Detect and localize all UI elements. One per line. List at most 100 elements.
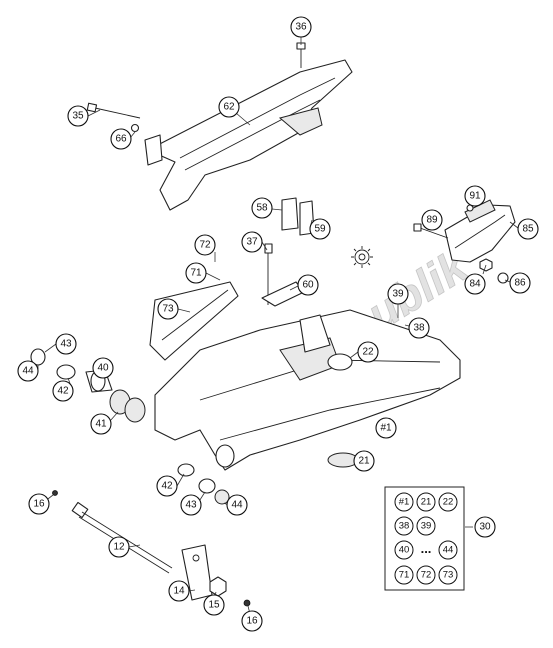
callout-1: #1 <box>375 417 397 439</box>
callout-71: 71 <box>185 262 207 284</box>
svg-text:38: 38 <box>413 323 425 334</box>
svg-text:12: 12 <box>113 542 125 553</box>
chain-adjuster-plate <box>181 544 251 607</box>
kit-item-22: 22 <box>438 492 458 512</box>
svg-text:21: 21 <box>421 497 432 508</box>
svg-text:39: 39 <box>392 289 404 300</box>
svg-text:72: 72 <box>199 240 211 251</box>
svg-text:59: 59 <box>314 224 326 235</box>
callout-37: 37 <box>241 231 263 253</box>
svg-text:#1: #1 <box>399 497 410 508</box>
svg-text:30: 30 <box>479 522 491 533</box>
gear-icon <box>351 246 373 268</box>
pivot-axle <box>52 490 173 574</box>
svg-text:22: 22 <box>443 497 454 508</box>
svg-text:41: 41 <box>95 419 107 430</box>
svg-text:37: 37 <box>246 237 258 248</box>
callout-35: 35 <box>67 105 89 127</box>
callout-91: 91 <box>464 185 486 207</box>
callout-58: 58 <box>251 197 273 219</box>
callout-40: 40 <box>92 357 114 379</box>
svg-text:73: 73 <box>443 570 454 581</box>
svg-text:85: 85 <box>522 224 534 235</box>
svg-text:36: 36 <box>295 22 307 33</box>
svg-text:71: 71 <box>399 570 410 581</box>
callout-38: 38 <box>408 317 430 339</box>
svg-text:42: 42 <box>161 481 173 492</box>
svg-text:38: 38 <box>399 521 410 532</box>
callout-73: 73 <box>157 298 179 320</box>
svg-text:40: 40 <box>97 363 109 374</box>
kit-box: #1 21 22 38 39 40 ... 44 71 72 73 <box>384 486 465 591</box>
callout-43-lower: 43 <box>180 494 202 516</box>
svg-text:91: 91 <box>469 191 481 202</box>
svg-text:16: 16 <box>246 616 258 627</box>
svg-text:44: 44 <box>22 366 34 377</box>
swingarm <box>149 281 461 471</box>
washer-66 <box>130 123 140 133</box>
svg-text:43: 43 <box>185 500 197 511</box>
svg-text:42: 42 <box>57 386 69 397</box>
callout-41: 41 <box>90 413 112 435</box>
svg-text:#1: #1 <box>380 423 392 434</box>
callout-89: 89 <box>421 209 443 231</box>
svg-text:58: 58 <box>256 203 268 214</box>
svg-text:66: 66 <box>115 134 127 145</box>
bolt-35 <box>86 102 141 133</box>
svg-text:43: 43 <box>60 339 72 350</box>
svg-text:71: 71 <box>190 268 202 279</box>
callout-59: 59 <box>309 218 331 240</box>
callout-66: 66 <box>110 128 132 150</box>
callout-15: 15 <box>203 594 225 616</box>
kit-item-72: 72 <box>416 565 436 585</box>
kit-ellipsis: ... <box>421 541 432 556</box>
callout-85: 85 <box>517 218 539 240</box>
svg-text:22: 22 <box>362 347 374 358</box>
kit-item-38: 38 <box>394 516 414 536</box>
callout-39: 39 <box>387 283 409 305</box>
chain-guide <box>144 59 353 211</box>
callout-14: 14 <box>168 580 190 602</box>
callout-36: 36 <box>290 16 312 38</box>
callout-86: 86 <box>509 272 531 294</box>
callout-12: 12 <box>108 536 130 558</box>
callout-62: 62 <box>218 96 240 118</box>
svg-text:14: 14 <box>173 586 185 597</box>
callout-16-upper: 16 <box>28 493 50 515</box>
pivot-bearings <box>30 348 230 505</box>
callout-43-upper: 43 <box>55 333 77 355</box>
svg-text:16: 16 <box>33 499 45 510</box>
svg-text:40: 40 <box>399 545 410 556</box>
kit-item-39: 39 <box>416 516 436 536</box>
chain-slider <box>413 199 516 284</box>
svg-text:60: 60 <box>302 280 314 291</box>
svg-text:86: 86 <box>514 278 526 289</box>
callout-42-lower: 42 <box>156 475 178 497</box>
svg-text:89: 89 <box>426 215 438 226</box>
svg-text:35: 35 <box>72 111 84 122</box>
callout-72: 72 <box>194 234 216 256</box>
kit-item-40: 40 <box>394 540 414 560</box>
svg-text:15: 15 <box>208 600 220 611</box>
svg-text:21: 21 <box>358 456 370 467</box>
kit-item-44: 44 <box>438 540 458 560</box>
svg-text:62: 62 <box>223 102 235 113</box>
callout-21: 21 <box>353 450 375 472</box>
callout-60: 60 <box>297 274 319 296</box>
callout-84: 84 <box>464 273 486 295</box>
callout-22: 22 <box>357 341 379 363</box>
callout-42-upper: 42 <box>52 380 74 402</box>
bolt-36 <box>296 42 306 68</box>
svg-text:39: 39 <box>421 521 432 532</box>
kit-item-71: 71 <box>394 565 414 585</box>
callout-44-upper: 44 <box>17 360 39 382</box>
svg-text:72: 72 <box>421 570 432 581</box>
svg-text:84: 84 <box>469 279 481 290</box>
svg-text:44: 44 <box>231 500 243 511</box>
kit-item-73: 73 <box>438 565 458 585</box>
kit-item-1: #1 <box>394 492 414 512</box>
callout-30: 30 <box>474 516 496 538</box>
kit-item-21: 21 <box>416 492 436 512</box>
callout-44-lower: 44 <box>226 494 248 516</box>
